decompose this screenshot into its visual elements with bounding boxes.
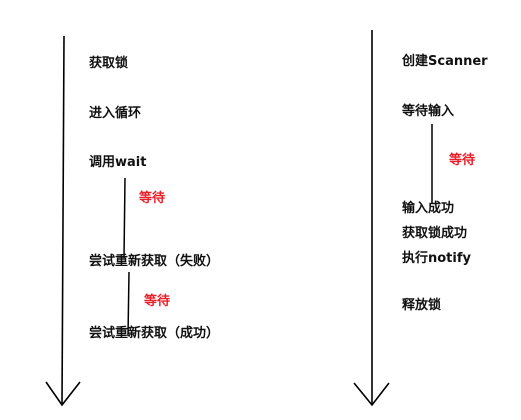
- right-step-wait-input: 等待输入: [402, 104, 455, 119]
- left-wait-bracket-2: [127, 271, 130, 337]
- right-timeline-arrowhead: [353, 382, 390, 407]
- left-step-retry-fail: 尝试重新获取（失败）: [89, 254, 220, 269]
- left-wait-label-2: 等待: [144, 294, 171, 309]
- right-wait-label: 等待: [449, 153, 476, 168]
- right-step-create-scanner: 创建Scanner: [402, 54, 488, 69]
- left-step-acquire-lock: 获取锁: [89, 56, 129, 71]
- right-step-notify: 执行notify: [402, 251, 471, 266]
- left-timeline-axis: [61, 35, 65, 405]
- left-timeline-arrowhead: [45, 381, 81, 407]
- right-step-input-success: 输入成功: [402, 201, 455, 216]
- left-wait-bracket-1: [123, 177, 126, 259]
- right-step-release-lock: 释放锁: [402, 298, 442, 313]
- left-step-call-wait: 调用wait: [89, 155, 147, 170]
- right-step-acquire-lock-success: 获取锁成功: [402, 226, 468, 241]
- left-step-enter-loop: 进入循环: [89, 106, 142, 121]
- left-wait-label-1: 等待: [139, 191, 166, 206]
- left-step-retry-success: 尝试重新获取（成功）: [89, 326, 220, 341]
